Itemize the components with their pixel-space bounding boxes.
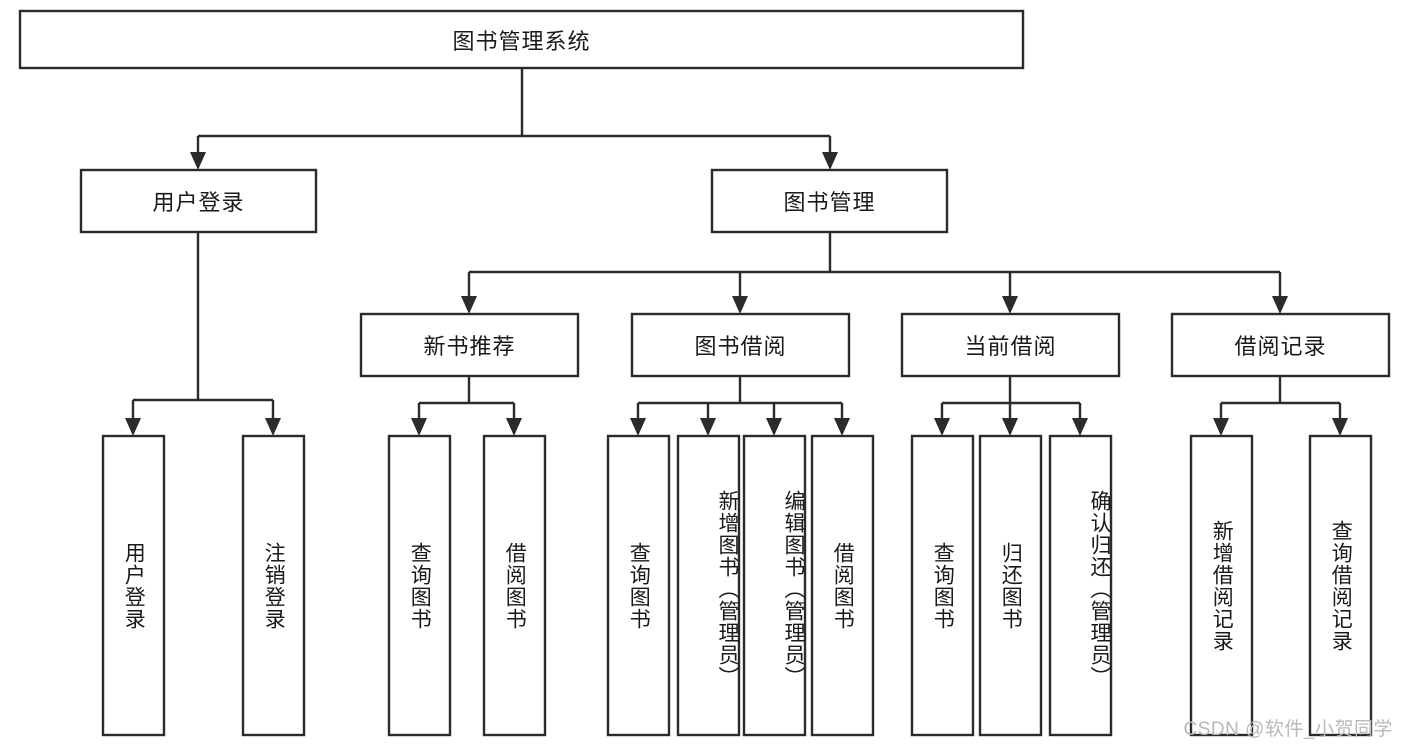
connector-user-login-to-leaves [125, 232, 281, 436]
connector-borrow-record-to-leaves [1213, 376, 1348, 436]
node-leaf-query-book-cb[interactable] [910, 434, 975, 737]
connector-current-borrow-to-leaves [934, 376, 1088, 436]
node-leaf-confirm-return-admin[interactable] [1048, 434, 1113, 737]
connector-book-borrow-to-leaves [630, 376, 850, 436]
node-current-borrow[interactable] [900, 312, 1121, 378]
node-leaf-query-book-nb[interactable] [387, 434, 452, 737]
node-leaf-add-borrow-record[interactable] [1189, 434, 1254, 737]
node-leaf-return-book[interactable] [978, 434, 1043, 737]
node-book-management[interactable] [710, 168, 949, 234]
node-leaf-borrow-book-nb[interactable] [482, 434, 547, 737]
node-leaf-query-borrow-record[interactable] [1308, 434, 1373, 737]
node-leaf-query-book-bb[interactable] [606, 434, 671, 737]
node-leaf-logout[interactable] [241, 434, 306, 737]
node-root-book-management-system[interactable] [18, 9, 1025, 70]
node-new-book-recommend[interactable] [359, 312, 580, 378]
connector-root-to-level2 [190, 68, 838, 170]
connector-new-book-to-leaves [411, 376, 522, 436]
node-leaf-add-book-admin[interactable] [676, 434, 741, 737]
node-book-borrow[interactable] [630, 312, 851, 378]
node-leaf-borrow-book-bb[interactable] [810, 434, 875, 737]
node-borrow-record[interactable] [1170, 312, 1391, 378]
node-leaf-user-login[interactable] [101, 434, 166, 737]
connector-book-manage-to-level3 [461, 232, 1288, 314]
node-user-login[interactable] [79, 168, 318, 234]
node-leaf-edit-book-admin[interactable] [742, 434, 807, 737]
